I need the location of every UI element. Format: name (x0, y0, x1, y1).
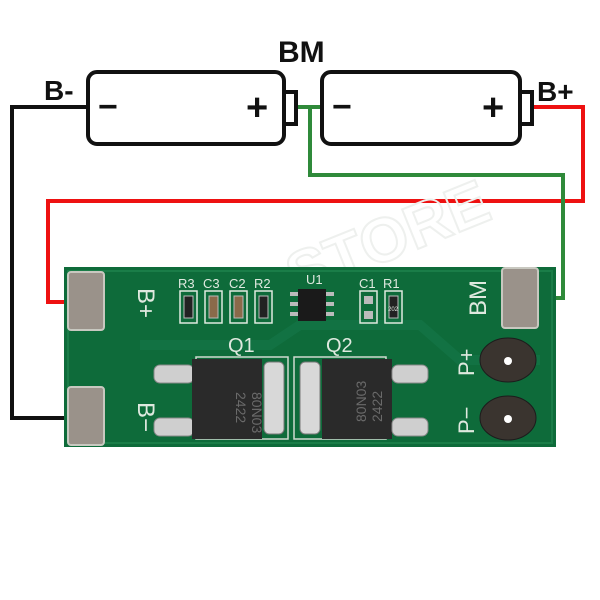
label-bm: BM (278, 36, 325, 69)
pad-b-plus (67, 271, 105, 331)
wire-b-minus (10, 105, 88, 420)
battery-2-positive: + (482, 87, 504, 129)
ref-c2: C2 (229, 276, 246, 291)
ref-q2: Q2 (326, 335, 353, 357)
r1-code: 202 (388, 307, 399, 313)
ref-r2: R2 (254, 276, 271, 291)
silk-p-minus: P− (454, 406, 479, 434)
mosfet-q1: 80N03 2422 (153, 356, 289, 440)
ref-c3: C3 (203, 276, 220, 291)
chip-u1 (290, 289, 334, 321)
pad-b-minus (67, 386, 105, 446)
smd-row: 202 (179, 290, 403, 324)
battery-2-negative: − (332, 88, 352, 126)
q2-part: 80N03 (353, 381, 369, 422)
bms-board: B+ B− BM P+ P− R3 C3 C2 R2 U1 C1 R1 202 (64, 267, 556, 447)
silk-b-plus: B+ (132, 288, 159, 318)
wire-bm (308, 107, 565, 300)
label-b-minus: B- (44, 75, 74, 106)
ref-u1: U1 (306, 272, 323, 287)
silk-bm: BM (465, 280, 492, 316)
silk-p-plus: P+ (454, 348, 479, 376)
q1-part: 80N03 (249, 392, 265, 433)
battery-1-positive: + (246, 87, 268, 129)
label-b-plus: B+ (537, 76, 574, 107)
q2-code: 2422 (369, 391, 385, 422)
wire-b-plus (46, 105, 585, 304)
ref-c1: C1 (359, 276, 376, 291)
battery-2: − + (320, 70, 534, 146)
ref-r3: R3 (178, 276, 195, 291)
mosfet-q2: 80N03 2422 (293, 356, 429, 440)
ref-q1: Q1 (228, 335, 255, 357)
battery-1: − + (86, 70, 298, 146)
pad-bm (501, 267, 539, 329)
battery-1-negative: − (98, 88, 118, 126)
q1-code: 2422 (233, 392, 249, 423)
ref-r1: R1 (383, 276, 400, 291)
